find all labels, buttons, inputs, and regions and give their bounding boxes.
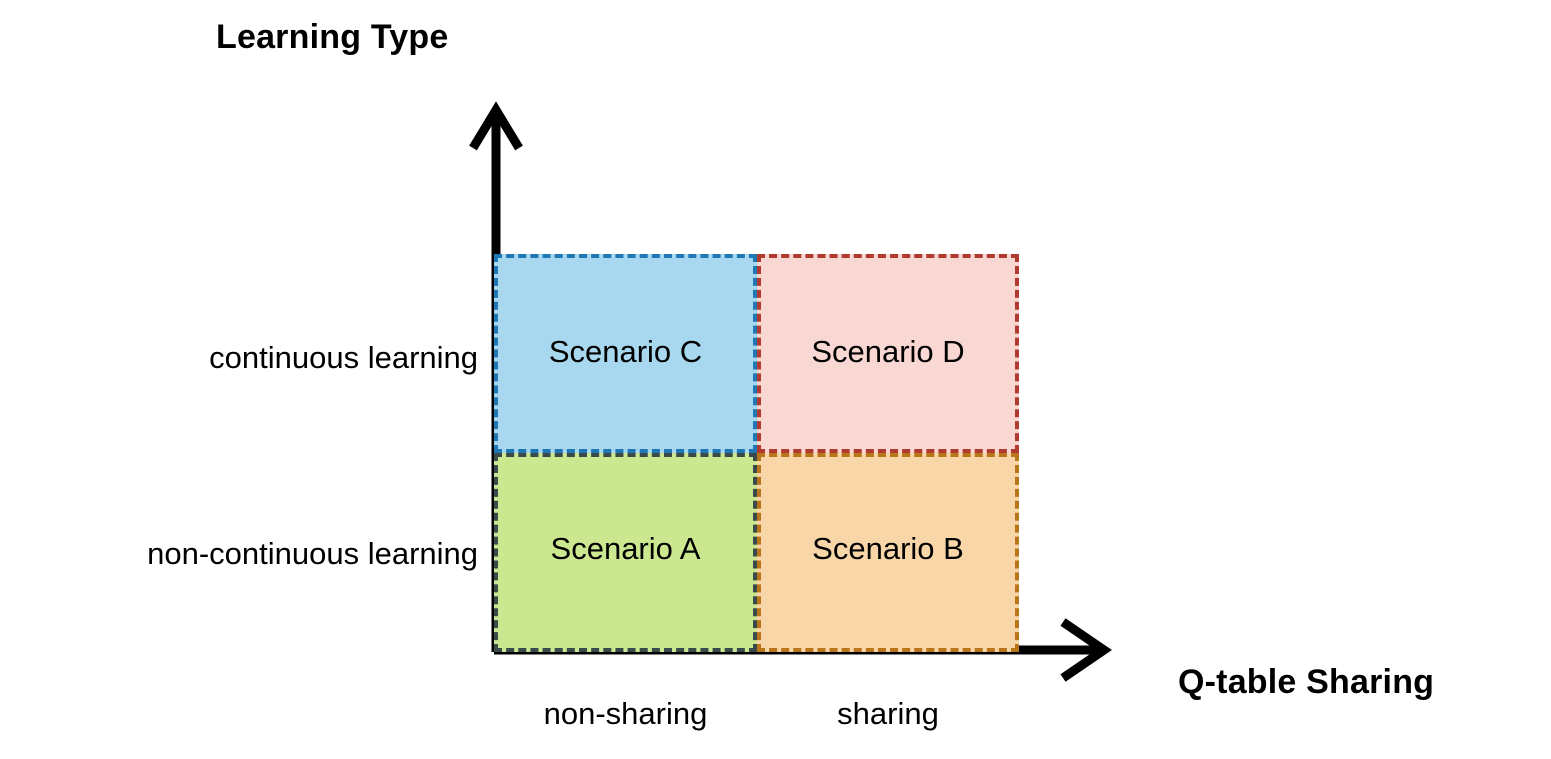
quadrant-scenario-c[interactable]: Scenario C — [494, 254, 757, 453]
arrow-right-icon — [1060, 618, 1112, 682]
quadrant-scenario-d[interactable]: Scenario D — [757, 254, 1019, 453]
y-axis-title: Learning Type — [216, 18, 449, 56]
quadrant-label-scenario-c: Scenario C — [548, 334, 703, 369]
x-category-label-sharing: sharing — [837, 696, 939, 731]
x-category-label-non-sharing: non-sharing — [543, 696, 708, 731]
quadrant-scenario-a[interactable]: Scenario A — [494, 453, 757, 652]
y-category-label-continuous-learning: continuous learning — [209, 340, 478, 375]
arrow-up-icon — [469, 101, 523, 151]
y-category-label-non-continuous-learning: non-continuous learning — [147, 536, 478, 571]
quadrant-label-scenario-b: Scenario B — [812, 531, 964, 566]
quadrant-label-scenario-d: Scenario D — [811, 334, 965, 369]
quadrant-grid: Scenario C Scenario D Scenario A Scenari… — [494, 254, 1019, 652]
quadrant-scenario-b[interactable]: Scenario B — [757, 453, 1019, 652]
x-axis-title: Q-table Sharing — [1178, 663, 1435, 701]
quadrant-label-scenario-a: Scenario A — [550, 531, 701, 566]
